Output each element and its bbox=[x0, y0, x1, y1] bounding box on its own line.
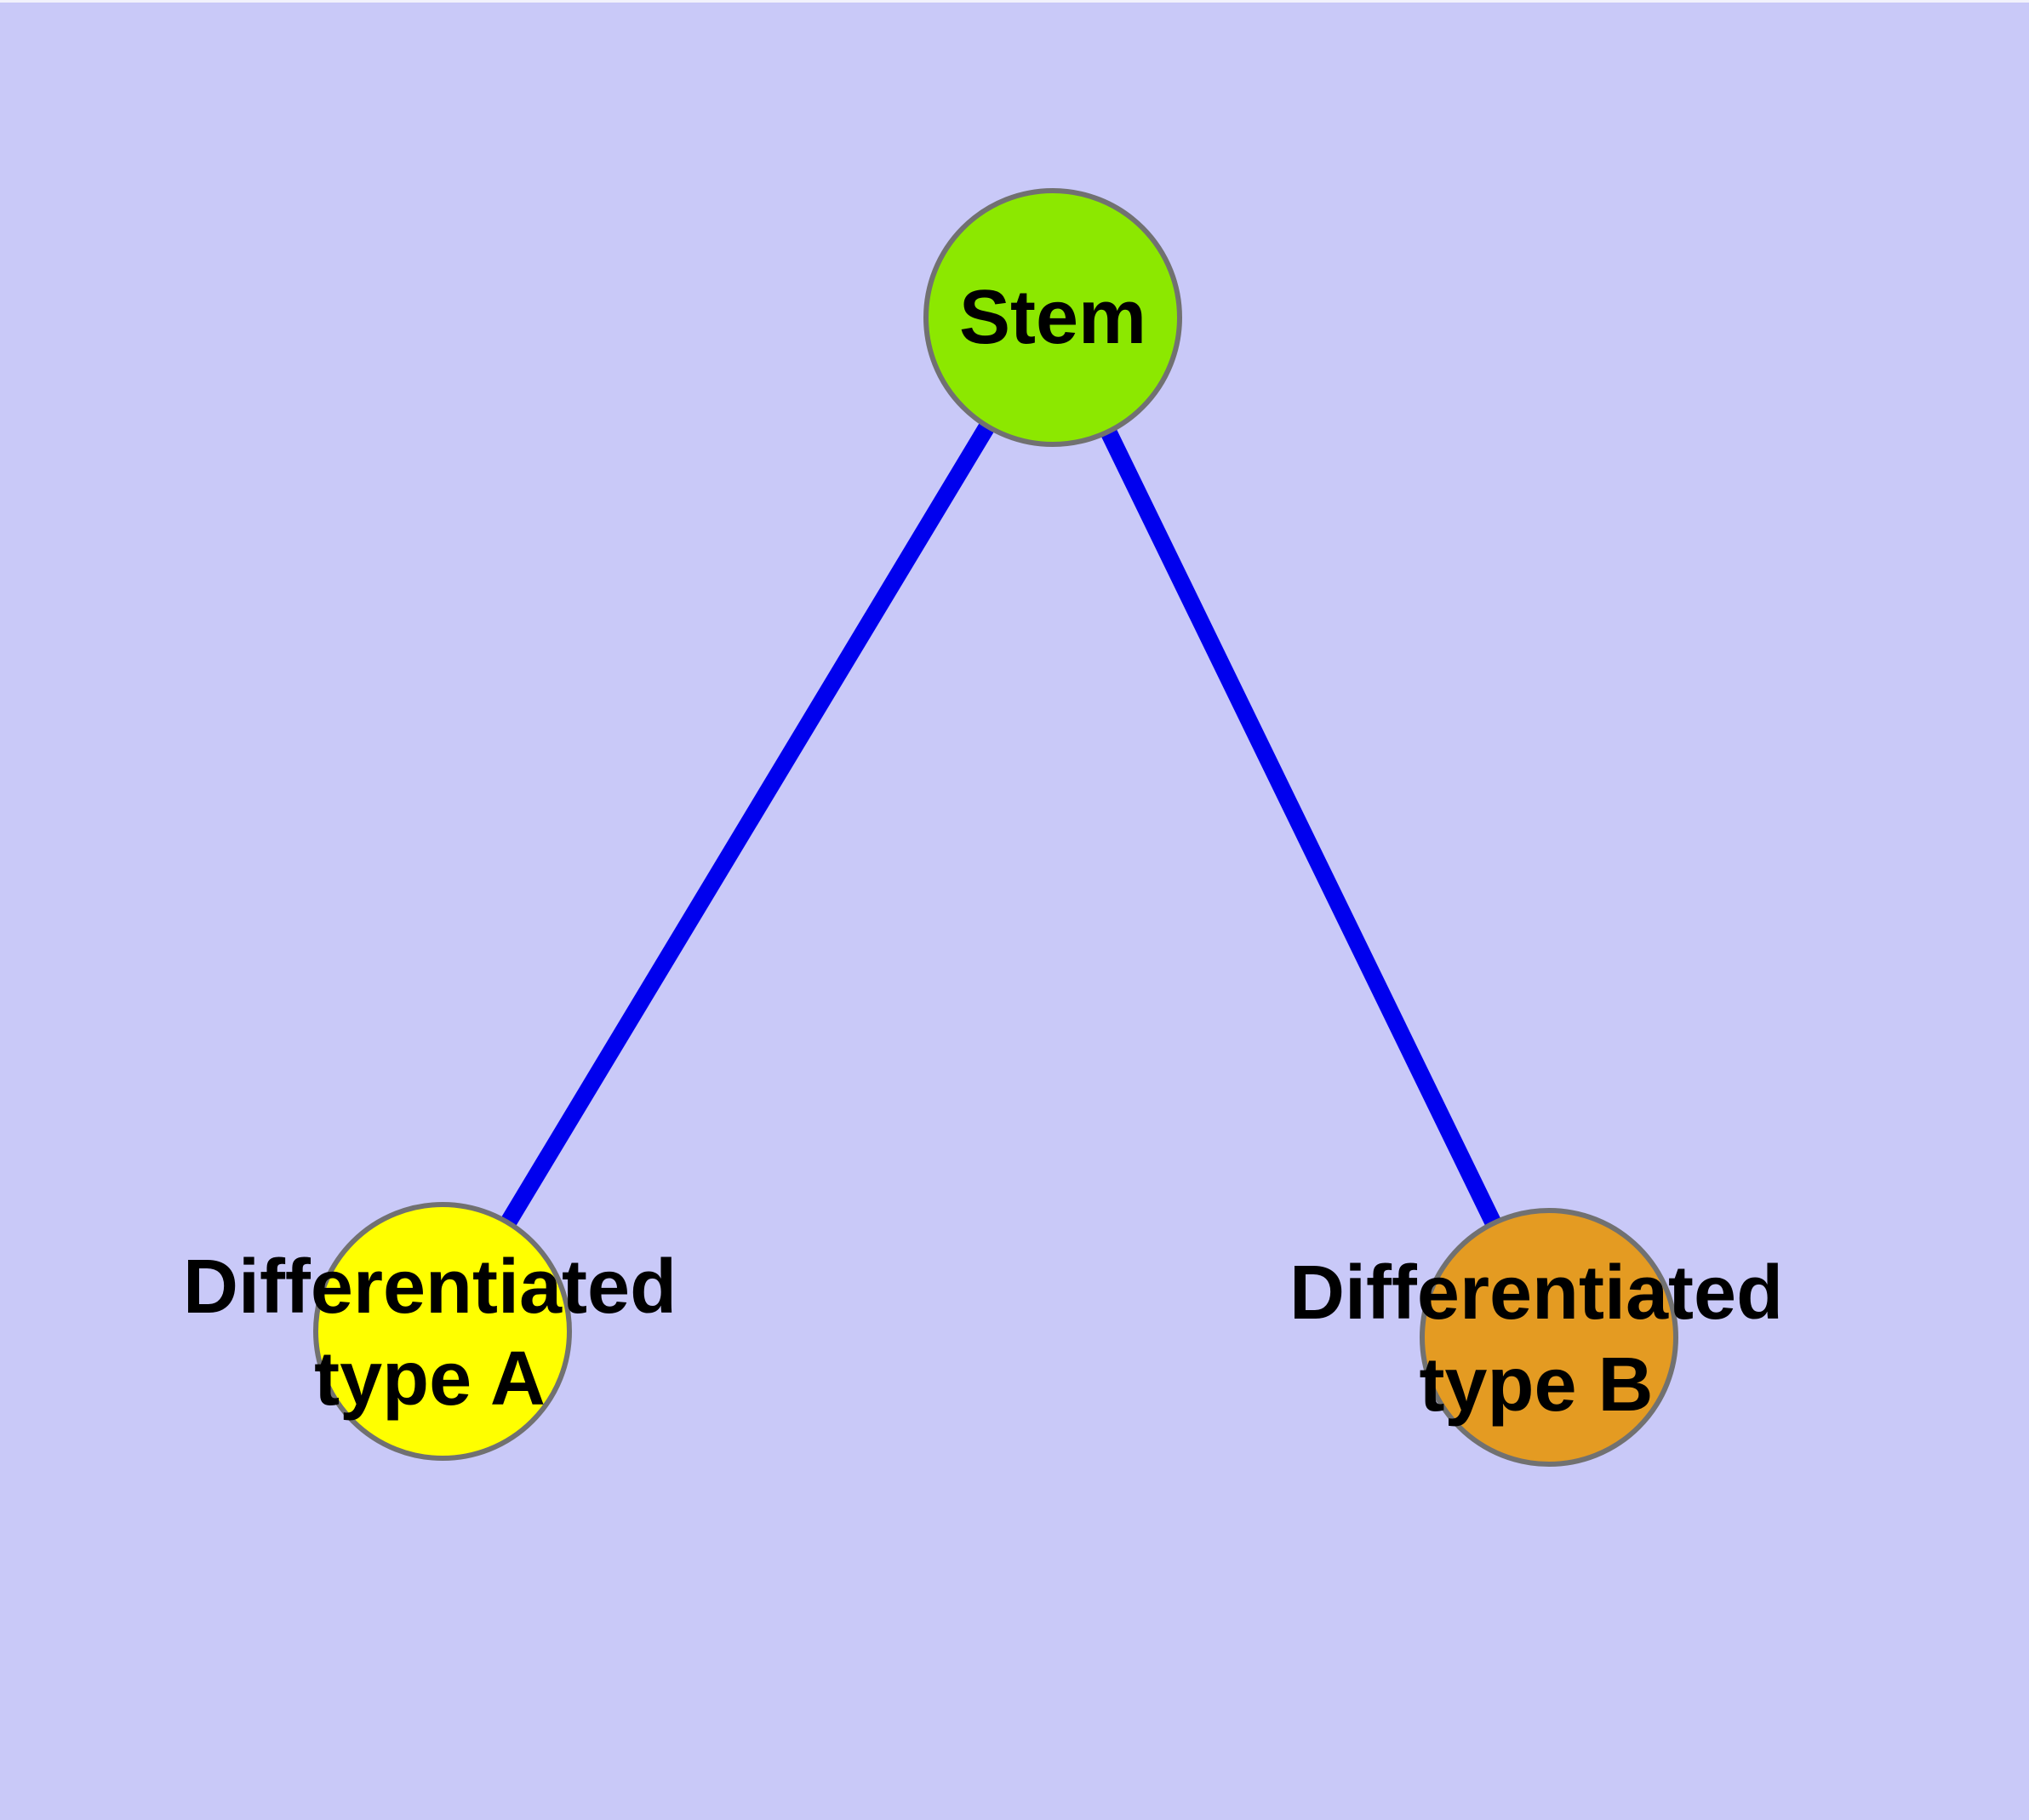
edge-stem-to-type-b bbox=[1045, 313, 1557, 1342]
node-differentiated-type-a-label: Differentiated type A bbox=[182, 1245, 677, 1422]
edge-stem-to-type-a bbox=[435, 312, 1060, 1336]
top-edge-highlight bbox=[0, 0, 2029, 3]
node-stem bbox=[923, 188, 1182, 447]
node-differentiated-type-b bbox=[1420, 1208, 1678, 1467]
node-differentiated-type-b-label: Differentiated type B bbox=[1289, 1251, 1784, 1428]
node-stem-label: Stem bbox=[958, 275, 1147, 360]
node-differentiated-type-a bbox=[313, 1202, 572, 1461]
